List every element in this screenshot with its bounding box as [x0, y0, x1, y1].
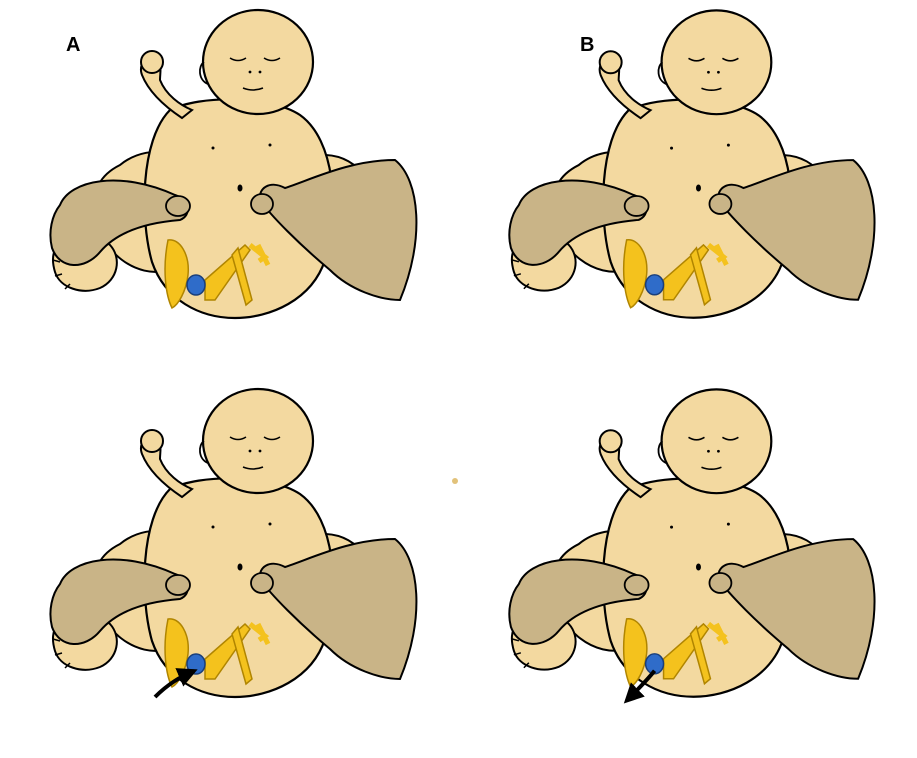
stray-mark [452, 478, 458, 484]
illustration-b-top [459, 0, 917, 379]
illustration-a-top [0, 0, 459, 379]
illustration-a-bottom [0, 379, 459, 758]
illustration-b-bottom [459, 379, 917, 758]
